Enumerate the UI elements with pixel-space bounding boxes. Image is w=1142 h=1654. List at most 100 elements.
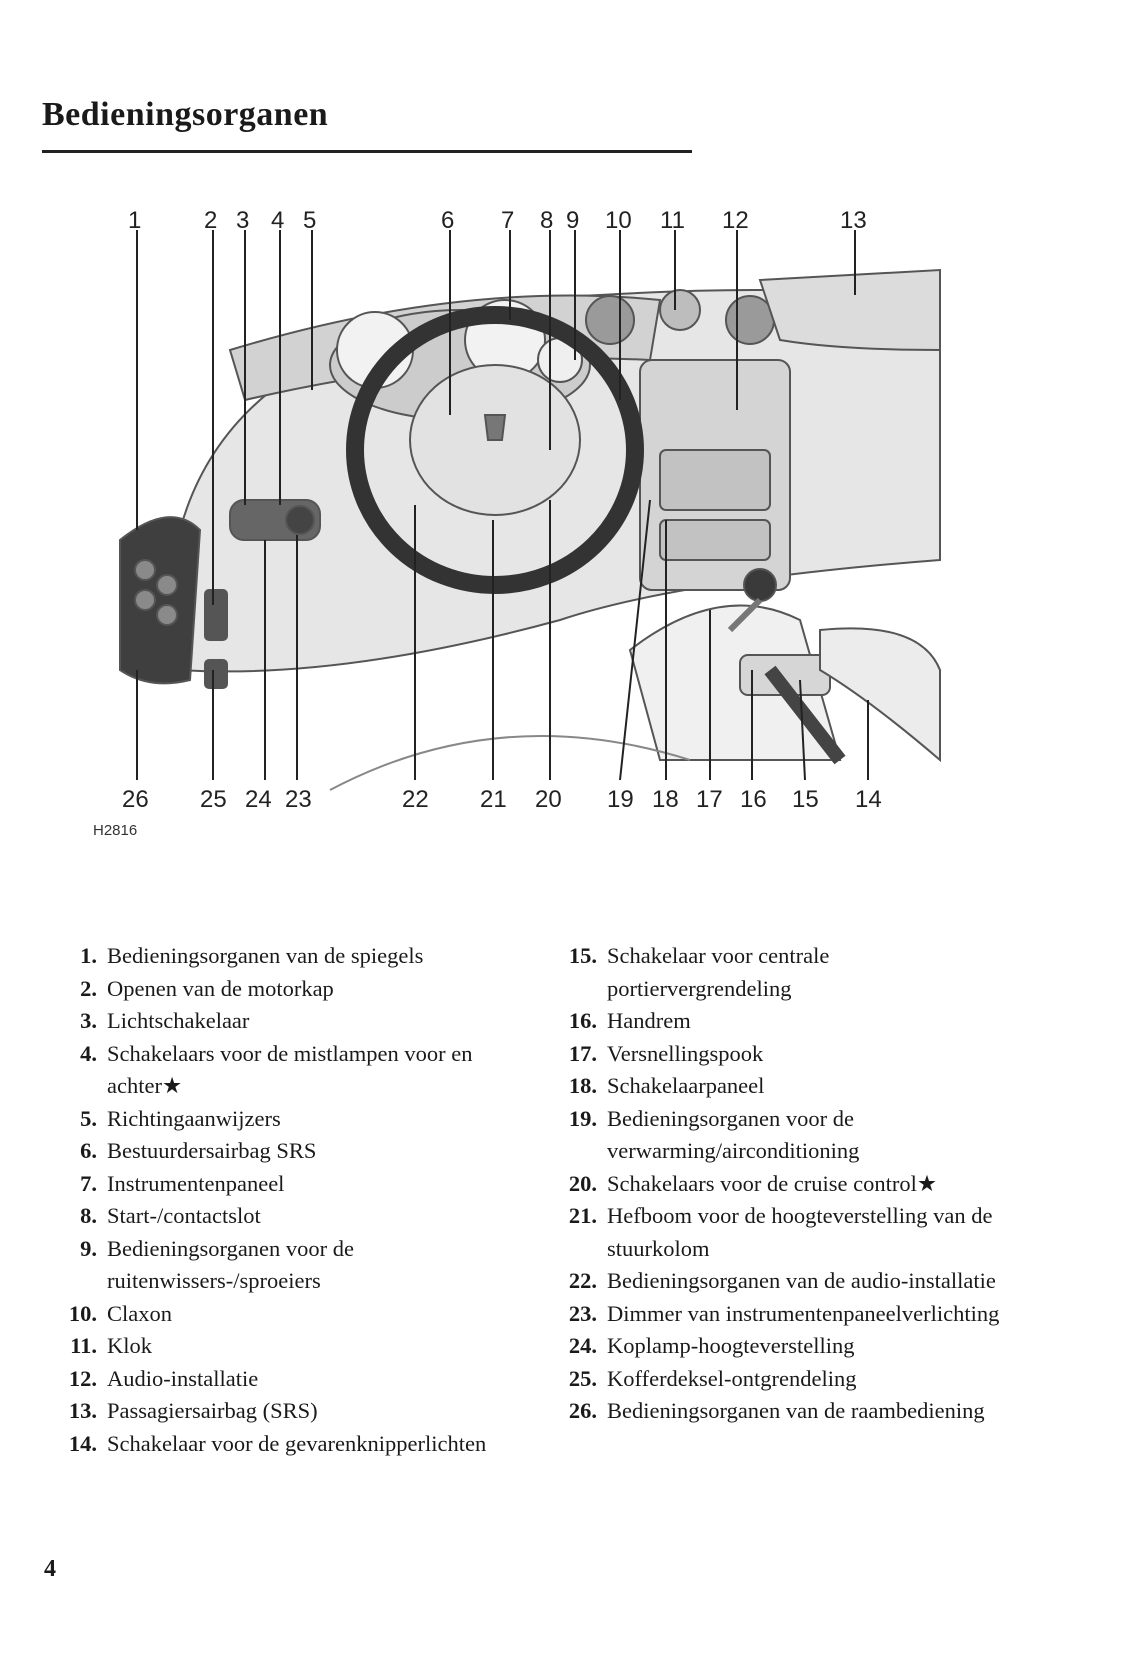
legend-number: 26. bbox=[568, 1398, 597, 1423]
legend-number: 11. bbox=[70, 1333, 97, 1358]
callout-6: 6 bbox=[441, 207, 454, 234]
dashboard-illustration bbox=[119, 268, 941, 791]
legend-item: 26. Bedieningsorganen van de raambedienin… bbox=[545, 1395, 1015, 1428]
leader-lines bbox=[136, 230, 869, 781]
callout-1: 1 bbox=[128, 207, 141, 234]
legend-item: 15. Schakelaar voor centrale portiervergr… bbox=[545, 940, 1015, 1005]
figure-id: H2816 bbox=[93, 822, 137, 839]
legend-item: 6. Bestuurdersairbag SRS bbox=[45, 1135, 515, 1168]
legend-text: Openen van de motorkap bbox=[107, 975, 334, 1001]
legend-item: 7. Instrumentenpaneel bbox=[45, 1168, 515, 1201]
callout-8: 8 bbox=[540, 207, 553, 234]
legend-number: 18. bbox=[568, 1073, 597, 1098]
legend-item: 19. Bedieningsorganen voor de verwarming/… bbox=[545, 1103, 1015, 1168]
legend-number: 21. bbox=[568, 1203, 597, 1228]
legend-item: 16.Handrem bbox=[545, 1005, 1015, 1038]
legend-number: 10. bbox=[68, 1300, 97, 1326]
legend-text: Hefboom voor de hoogteverstelling van de… bbox=[607, 1203, 993, 1261]
legend-number: 14. bbox=[68, 1430, 97, 1456]
legend-text: Schakelaars voor de cruise control★ bbox=[607, 1170, 938, 1196]
legend-text: Instrumentenpaneel bbox=[107, 1170, 285, 1196]
legend-number: 20. bbox=[568, 1170, 597, 1196]
legend-number: 13. bbox=[68, 1398, 97, 1423]
legend-number: 2. bbox=[80, 975, 97, 1001]
legend-text: Bedieningsorganen van de audio-installat… bbox=[607, 1268, 996, 1293]
legend-text: Audio-installatie bbox=[107, 1365, 259, 1391]
callout-10: 10 bbox=[605, 207, 632, 234]
callout-5: 5 bbox=[303, 207, 316, 234]
legend-number: 6. bbox=[80, 1138, 97, 1163]
legend-item: 23.Dimmer van instrumentenpaneelverlicht… bbox=[545, 1298, 1015, 1331]
callout-4: 4 bbox=[271, 207, 284, 234]
legend-item: 20. Schakelaars voor de cruise control★ bbox=[545, 1168, 1015, 1201]
callout-3: 3 bbox=[236, 207, 249, 234]
callout-20: 20 bbox=[535, 786, 562, 813]
legend-text: Klok bbox=[107, 1333, 152, 1358]
legend-number: 9. bbox=[80, 1235, 97, 1261]
legend-text: Dimmer van instrumentenpaneelverlichting bbox=[607, 1300, 1000, 1326]
legend-text: Schakelaars voor de mistlampen voor en a… bbox=[107, 1040, 473, 1099]
legend-item: 18. Schakelaarpaneel bbox=[545, 1070, 1015, 1103]
title-underline bbox=[42, 150, 692, 153]
legend-text: Bestuurdersairbag SRS bbox=[107, 1138, 317, 1163]
page-title: Bedieningsorganen bbox=[42, 96, 329, 133]
legend-text: Kofferdeksel-ontgrendeling bbox=[607, 1365, 857, 1391]
legend-text: Bedieningsorganen van de raambediening bbox=[607, 1398, 985, 1423]
legend-number: 1. bbox=[80, 943, 97, 968]
legend-right: 15. Schakelaar voor centrale portiervergr… bbox=[545, 940, 1015, 1428]
legend-number: 25. bbox=[568, 1365, 597, 1391]
callout-14: 14 bbox=[855, 786, 882, 813]
callouts-bottom: 26 25 24 23 22 21 20 19 18 17 16 15 14 bbox=[122, 786, 882, 813]
page-number: 4 bbox=[44, 1556, 56, 1582]
legend-text: Schakelaar voor de gevarenknipperlichten bbox=[107, 1430, 487, 1456]
legend-item: 13. Passagiersairbag (SRS) bbox=[45, 1395, 515, 1428]
legend-text: Versnellingspook bbox=[607, 1040, 764, 1066]
callout-18: 18 bbox=[652, 786, 679, 813]
callout-9: 9 bbox=[566, 207, 579, 234]
legend-text: Bedieningsorganen voor de ruitenwissers-… bbox=[107, 1235, 355, 1294]
callout-13: 13 bbox=[840, 207, 867, 234]
callout-7: 7 bbox=[501, 207, 514, 234]
legend-item: 10. Claxon bbox=[45, 1298, 515, 1331]
legend-text: Claxon bbox=[107, 1300, 172, 1326]
legend-number: 7. bbox=[80, 1170, 97, 1196]
callout-23: 23 bbox=[285, 786, 312, 813]
legend-text: Start-/contactslot bbox=[107, 1203, 261, 1228]
legend-item: 22. Bedieningsorganen van de audio-instal… bbox=[545, 1265, 1015, 1298]
legend-item: 14. Schakelaar voor de gevarenknipperlich… bbox=[45, 1428, 515, 1461]
legend-text: Richtingaanwijzers bbox=[107, 1105, 281, 1131]
legend-text: Handrem bbox=[607, 1008, 691, 1033]
legend-text: Schakelaarpaneel bbox=[607, 1073, 765, 1098]
callout-25: 25 bbox=[200, 786, 227, 813]
legend-number: 12. bbox=[68, 1365, 97, 1391]
legend-item: 3.Lichtschakelaar bbox=[45, 1005, 515, 1038]
legend-number: 15. bbox=[568, 943, 597, 968]
callout-2: 2 bbox=[204, 207, 217, 234]
legend-left: 1.Bedieningsorganen van de spiegels 2. Op… bbox=[45, 940, 515, 1460]
legend-item: 5.Richtingaanwijzers bbox=[45, 1103, 515, 1136]
legend-number: 22. bbox=[568, 1268, 597, 1293]
legend-text: Schakelaar voor centrale portiervergrend… bbox=[607, 943, 830, 1001]
legend-item: 2. Openen van de motorkap bbox=[45, 973, 515, 1006]
callout-26: 26 bbox=[122, 786, 149, 813]
callouts-top: 1 2 3 4 5 6 7 8 9 10 11 12 13 bbox=[128, 207, 867, 234]
legend-item: 8. Start-/contactslot bbox=[45, 1200, 515, 1233]
callout-11: 11 bbox=[660, 207, 685, 234]
callout-21: 21 bbox=[480, 786, 507, 813]
legend-number: 19. bbox=[568, 1105, 597, 1131]
legend-item: 9. Bedieningsorganen voor de ruitenwisser… bbox=[45, 1233, 515, 1298]
legend-text: Passagiersairbag (SRS) bbox=[107, 1398, 318, 1423]
callout-15: 15 bbox=[792, 786, 819, 813]
legend-item: 21. Hefboom voor de hoogteverstelling van… bbox=[545, 1200, 1015, 1265]
legend-item: 1.Bedieningsorganen van de spiegels bbox=[45, 940, 515, 973]
legend-item: 17. Versnellingspook bbox=[545, 1038, 1015, 1071]
legend-text: Bedieningsorganen voor de verwarming/air… bbox=[607, 1105, 860, 1164]
legend-item: 25. Kofferdeksel-ontgrendeling bbox=[545, 1363, 1015, 1396]
legend-item: 24.Koplamp-hoogteverstelling bbox=[545, 1330, 1015, 1363]
legend-item: 4.Schakelaars voor de mistlampen voor en… bbox=[45, 1038, 515, 1103]
legend-number: 17. bbox=[568, 1040, 597, 1066]
legend-number: 3. bbox=[80, 1008, 97, 1033]
dashboard-diagram: 1 2 3 4 5 6 7 8 9 10 11 12 13 26 25 24 2… bbox=[93, 207, 941, 839]
callout-22: 22 bbox=[402, 786, 429, 813]
legend-number: 8. bbox=[80, 1203, 97, 1228]
